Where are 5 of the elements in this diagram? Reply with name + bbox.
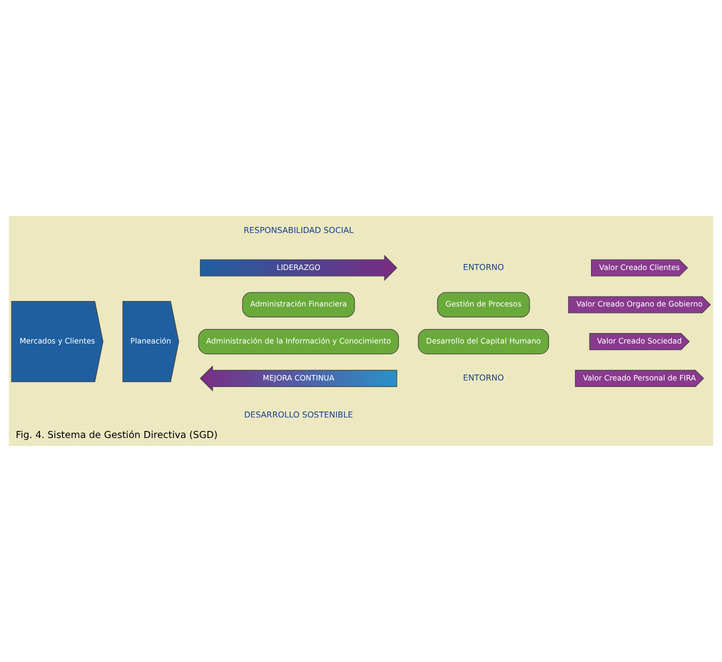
- label: DESARROLLO SOSTENIBLE: [244, 409, 353, 420]
- label: RESPONSABILIDAD SOCIAL: [244, 225, 354, 236]
- caption: Fig. 4. Sistema de Gestión Directiva (SGD): [16, 430, 218, 441]
- label: ENTORNO: [463, 262, 504, 272]
- label: ENTORNO: [463, 372, 504, 383]
